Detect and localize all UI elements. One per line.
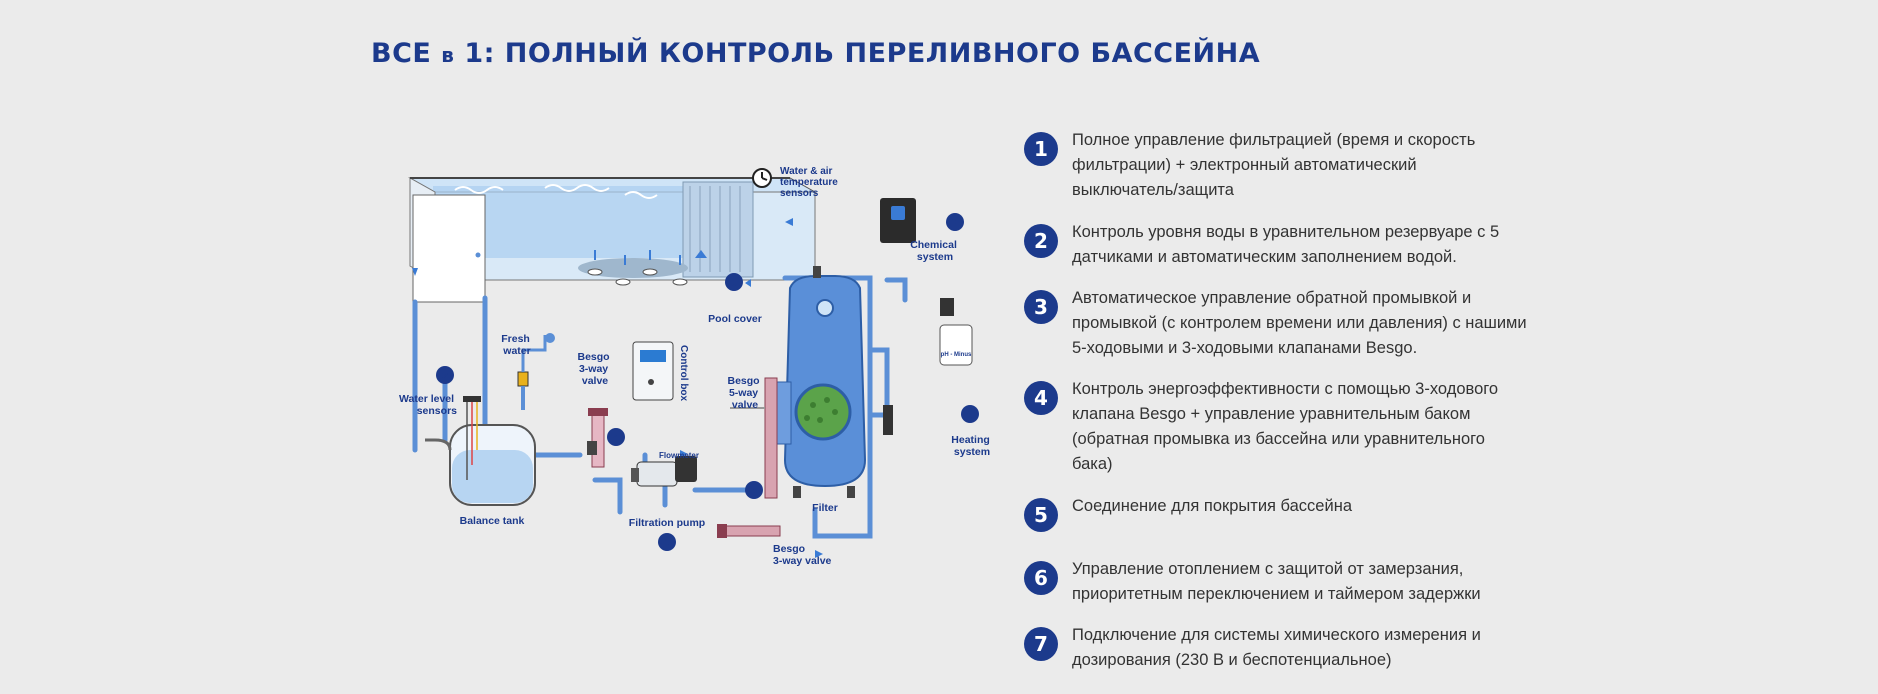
label-control-box: Control box — [678, 345, 689, 402]
label-water-air-sensors: Water & air temperature sensors — [780, 166, 841, 199]
filtration-pump — [631, 456, 697, 487]
marker-3: 3 — [745, 481, 763, 499]
feature-item-2: 2 Контроль уровня воды в уравнительном р… — [1024, 220, 1527, 270]
besgo-5way-valve — [730, 377, 778, 499]
svg-text:7: 7 — [952, 217, 958, 229]
pool — [408, 177, 817, 303]
marker-2: 2 — [436, 366, 454, 384]
feature-text: Управление отоплением с защитой от замер… — [1072, 560, 1481, 603]
label-besgo-5way-valve: Besgo 5-way valve — [727, 375, 762, 411]
feature-number-badge: 7 — [1024, 627, 1058, 661]
label-flowmeter: Flowmeter — [659, 451, 699, 460]
besgo-3way-valve-bottom — [717, 524, 781, 538]
pool-cover-roll — [578, 181, 754, 278]
balance-tank — [425, 396, 536, 506]
svg-text:6: 6 — [967, 409, 973, 421]
feature-text: Полное управление фильтрацией (время и с… — [1072, 131, 1476, 199]
fresh-water-valve — [517, 333, 555, 410]
feature-item-5: 5 Соединение для покрытия бассейна — [1024, 494, 1527, 532]
label-besgo-3way-valve-bottom: Besgo 3-way valve — [773, 543, 832, 567]
label-besgo-3way-valve-top: Besgo 3-way valve — [577, 351, 612, 387]
feature-number-badge: 6 — [1024, 561, 1058, 595]
marker-4: 4 — [607, 428, 625, 446]
pipes — [412, 252, 908, 539]
feature-text: Соединение для покрытия бассейна — [1072, 497, 1352, 515]
label-balance-tank: Balance tank — [460, 515, 525, 527]
feature-text: Контроль уровня воды в уравнительном рез… — [1072, 223, 1500, 266]
feature-number-badge: 4 — [1024, 381, 1058, 415]
feature-item-7: 7 Подключение для системы химического из… — [1024, 623, 1527, 673]
filter-tank — [768, 266, 867, 498]
feature-text: Контроль энергоэффективности с помощью 3… — [1072, 380, 1499, 473]
feature-text: Подключение для системы химического изме… — [1072, 626, 1481, 669]
feature-number-badge: 3 — [1024, 290, 1058, 324]
label-filter: Filter — [812, 502, 838, 514]
feature-number-badge: 1 — [1024, 132, 1058, 166]
label-water-level-sensors: Water level sensors — [399, 393, 457, 417]
chemical-controller — [880, 198, 973, 366]
temperature-sensor-icon — [752, 168, 772, 188]
label-heating-system: Heating system — [951, 434, 992, 458]
pool-system-diagram: Water & air temperature sensors Chemical… — [399, 166, 992, 567]
feature-item-6: 6 Управление отоплением с защитой от зам… — [1024, 557, 1527, 607]
feature-item-4: 4 Контроль энергоэффективности с помощью… — [1024, 377, 1527, 477]
svg-text:2: 2 — [442, 370, 448, 382]
svg-text:5: 5 — [731, 277, 737, 289]
marker-1: 1 — [658, 533, 676, 551]
feature-item-1: 1 Полное управление фильтрацией (время и… — [1024, 128, 1527, 203]
heating-unit — [883, 405, 893, 435]
control-box — [632, 341, 674, 401]
label-filtration-pump: Filtration pump — [629, 517, 705, 529]
marker-5: 5 — [725, 273, 743, 291]
feature-text: Автоматическое управление обратной промы… — [1072, 289, 1527, 357]
page-title: ВСЕ в 1: ПОЛНЫЙ КОНТРОЛЬ ПЕРЕЛИВНОГО БАС… — [371, 38, 1261, 69]
feature-item-3: 3 Автоматическое управление обратной про… — [1024, 286, 1527, 361]
label-chemical-system: Chemical system — [910, 239, 960, 263]
label-fresh-water: Fresh water — [501, 333, 533, 357]
feature-number-badge: 2 — [1024, 224, 1058, 258]
marker-7: 7 — [946, 213, 964, 231]
feature-number-badge: 5 — [1024, 498, 1058, 532]
besgo-3way-valve-top — [588, 408, 608, 468]
marker-6: 6 — [961, 405, 979, 423]
svg-text:1: 1 — [664, 537, 670, 549]
svg-text:3: 3 — [751, 485, 757, 497]
flowmeter — [587, 441, 597, 455]
label-ph-minus: pH - Minus — [941, 352, 972, 358]
svg-text:4: 4 — [613, 432, 620, 444]
label-pool-cover: Pool cover — [708, 313, 762, 325]
